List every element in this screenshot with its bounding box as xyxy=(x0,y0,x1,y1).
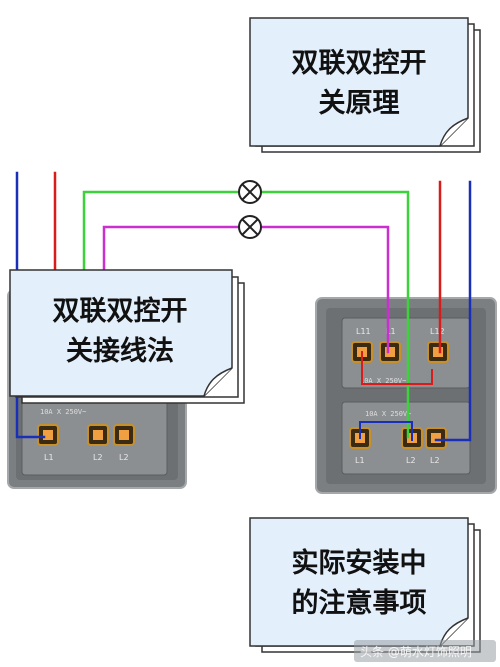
right-terminal-top-label-2: L1 xyxy=(386,327,396,336)
note-principle-line2: 关原理 xyxy=(319,88,400,119)
right-terminal-top-label-3: L12 xyxy=(430,327,445,336)
right-terminal-bottom-label-2: L2 xyxy=(406,456,416,465)
right-terminal-top-2 xyxy=(379,341,401,363)
note-principle: 双联双控开 关原理 xyxy=(249,17,481,153)
lamp-icon xyxy=(238,215,262,239)
wire-blue-right xyxy=(434,180,472,442)
right-rating-bottom: 10A X 250V~ xyxy=(365,410,411,418)
wire-blue-jumper xyxy=(359,421,413,441)
left-rating: 10A X 250V~ xyxy=(40,408,86,416)
left-terminal-l2a xyxy=(87,424,109,446)
wire-blue-left xyxy=(15,171,46,439)
left-terminal-label-3: L2 xyxy=(119,453,129,462)
note-wiring-line1: 双联双控开 xyxy=(53,296,188,327)
right-terminal-bottom-3 xyxy=(425,427,447,449)
left-terminal-l2b xyxy=(113,424,135,446)
wire-green-right xyxy=(260,190,410,439)
right-terminal-bottom-label-3: L2 xyxy=(430,456,440,465)
right-terminal-bottom-label-1: L1 xyxy=(355,456,365,465)
left-terminal-label-1: L1 xyxy=(44,453,54,462)
note-install-line1: 实际安装中 xyxy=(292,547,427,579)
right-terminal-top-3 xyxy=(427,341,449,363)
note-install: 实际安装中 的注意事项 xyxy=(249,517,481,653)
note-wiring-line2: 关接线法 xyxy=(66,336,174,367)
lamp-icon xyxy=(238,180,262,204)
note-wiring: 双联双控开 关接线法 xyxy=(9,269,245,404)
watermark: 头条 @萌水灯饰照明 xyxy=(360,645,472,659)
note-install-line2: 的注意事项 xyxy=(292,587,427,619)
watermark-backdrop xyxy=(354,640,496,662)
wire-magenta-right xyxy=(260,225,390,354)
note-principle-line1: 双联双控开 xyxy=(292,48,427,79)
left-terminal-label-2: L2 xyxy=(93,453,103,462)
left-terminal-l1 xyxy=(37,424,59,446)
wire-red-jumper xyxy=(361,351,433,385)
wire-green xyxy=(82,190,240,302)
right-terminal-top-label-1: L11 xyxy=(356,327,371,336)
right-rating-top: 10A X 250V~ xyxy=(360,377,406,385)
